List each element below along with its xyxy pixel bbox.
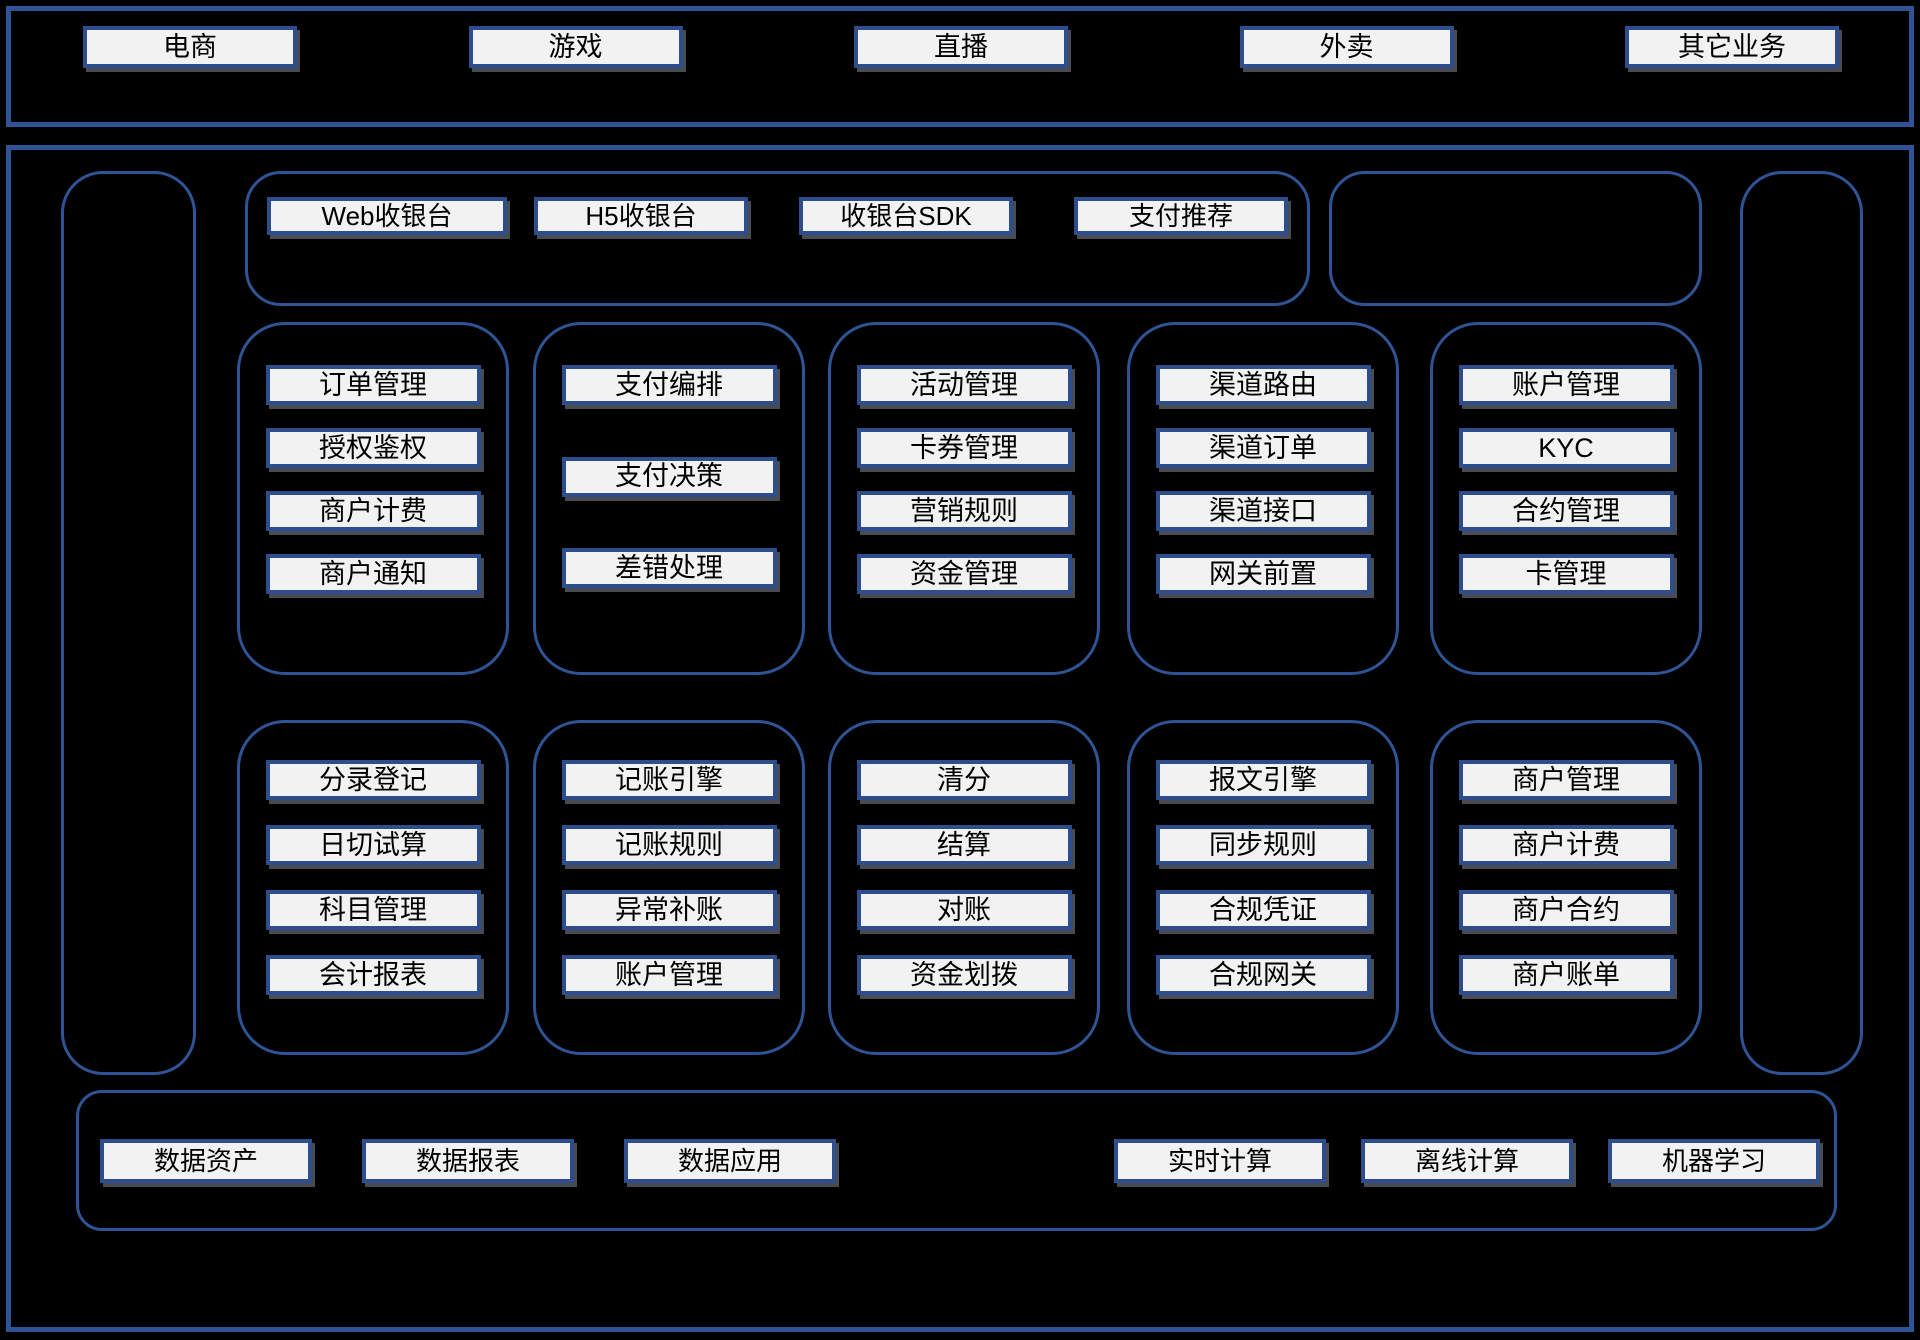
- column-settlement: 清分 结算 对账 资金划拨: [828, 720, 1100, 1055]
- data-group-right: 实时计算 离线计算 机器学习: [1114, 1138, 1820, 1183]
- item-box: 合规凭证: [1155, 890, 1371, 930]
- empty-top-right-panel: [1329, 171, 1702, 306]
- column-bookkeeping: 记账引擎 记账规则 异常补账 账户管理: [533, 720, 805, 1055]
- item-box: 卡管理: [1458, 554, 1674, 594]
- column-compliance: 报文引擎 同步规则 合规凭证 合规网关: [1127, 720, 1399, 1055]
- right-sidebar-panel: [1740, 171, 1863, 1075]
- data-box-ml: 机器学习: [1608, 1138, 1820, 1183]
- column-channel: 渠道路由 渠道订单 渠道接口 网关前置: [1127, 322, 1399, 675]
- business-box-livestream: 直播: [854, 26, 1068, 68]
- item-box: 商户计费: [1458, 825, 1674, 865]
- column-account: 账户管理 KYC 合约管理 卡管理: [1430, 322, 1702, 675]
- item-box: 商户合约: [1458, 890, 1674, 930]
- item-box: 科目管理: [265, 890, 481, 930]
- item-box: 商户账单: [1458, 955, 1674, 995]
- item-box: 商户管理: [1458, 760, 1674, 800]
- column-payment-core: 支付编排 支付决策 差错处理: [533, 322, 805, 675]
- item-box: 卡券管理: [856, 428, 1072, 468]
- column-order-services: 订单管理 授权鉴权 商户计费 商户通知: [237, 322, 509, 675]
- data-box-apps: 数据应用: [624, 1138, 836, 1183]
- item-box: 商户计费: [265, 491, 481, 531]
- item-box: 渠道路由: [1155, 365, 1371, 405]
- item-box: 对账: [856, 890, 1072, 930]
- item-box: 结算: [856, 825, 1072, 865]
- data-box-reports: 数据报表: [362, 1138, 574, 1183]
- item-box: 网关前置: [1155, 554, 1371, 594]
- item-box: 记账规则: [561, 825, 777, 865]
- item-box: 合约管理: [1458, 491, 1674, 531]
- item-box: 账户管理: [1458, 365, 1674, 405]
- item-box: 授权鉴权: [265, 428, 481, 468]
- data-box-realtime: 实时计算: [1114, 1138, 1326, 1183]
- data-box-offline: 离线计算: [1361, 1138, 1573, 1183]
- item-box: 清分: [856, 760, 1072, 800]
- data-platform-band: 数据资产 数据报表 数据应用 实时计算 离线计算 机器学习: [76, 1090, 1837, 1231]
- data-box-assets: 数据资产: [100, 1138, 312, 1183]
- item-box: 支付编排: [561, 365, 777, 405]
- item-box: 渠道订单: [1155, 428, 1371, 468]
- item-box: 分录登记: [265, 760, 481, 800]
- column-merchant: 商户管理 商户计费 商户合约 商户账单: [1430, 720, 1702, 1055]
- left-sidebar-panel: [61, 171, 196, 1075]
- item-box: 会计报表: [265, 955, 481, 995]
- checkout-box-h5: H5收银台: [534, 197, 748, 235]
- item-box: 日切试算: [265, 825, 481, 865]
- item-box: 资金管理: [856, 554, 1072, 594]
- column-accounting: 分录登记 日切试算 科目管理 会计报表: [237, 720, 509, 1055]
- item-box: 营销规则: [856, 491, 1072, 531]
- item-box: 渠道接口: [1155, 491, 1371, 531]
- business-box-ecommerce: 电商: [83, 26, 297, 68]
- item-box: KYC: [1458, 428, 1674, 468]
- item-box: 同步规则: [1155, 825, 1371, 865]
- column-marketing: 活动管理 卡券管理 营销规则 资金管理: [828, 322, 1100, 675]
- data-group-left: 数据资产 数据报表 数据应用: [100, 1138, 836, 1183]
- checkout-box-recommend: 支付推荐: [1074, 197, 1288, 235]
- business-box-delivery: 外卖: [1239, 26, 1454, 68]
- item-box: 合规网关: [1155, 955, 1371, 995]
- item-box: 活动管理: [856, 365, 1072, 405]
- business-layer-band: 电商 游戏 直播 外卖 其它业务: [6, 6, 1914, 127]
- item-box: 异常补账: [561, 890, 777, 930]
- item-box: 订单管理: [265, 365, 481, 405]
- item-box: 资金划拨: [856, 955, 1072, 995]
- item-box: 支付决策: [561, 456, 777, 497]
- business-box-games: 游戏: [468, 26, 683, 68]
- checkout-box-sdk: 收银台SDK: [799, 197, 1013, 235]
- item-box: 报文引擎: [1155, 760, 1371, 800]
- item-box: 差错处理: [561, 548, 777, 588]
- checkout-box-web: Web收银台: [267, 197, 507, 235]
- item-box: 账户管理: [561, 955, 777, 995]
- item-box: 记账引擎: [561, 760, 777, 800]
- checkout-section: Web收银台 H5收银台 收银台SDK 支付推荐: [245, 171, 1310, 306]
- business-box-other: 其它业务: [1625, 26, 1839, 68]
- item-box: 商户通知: [265, 554, 481, 594]
- platform-container: Web收银台 H5收银台 收银台SDK 支付推荐 订单管理 授权鉴权 商户计费 …: [6, 145, 1914, 1332]
